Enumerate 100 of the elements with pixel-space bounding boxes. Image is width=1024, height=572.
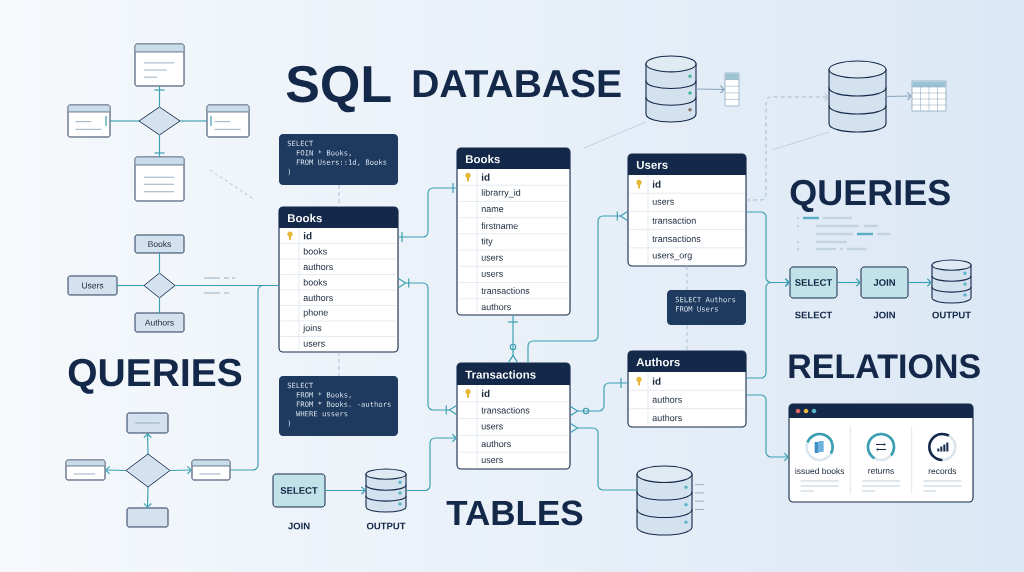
guide-line — [583, 121, 647, 149]
column-name: users — [652, 199, 674, 205]
arrow — [695, 85, 725, 94]
table-header: Transactions — [457, 363, 570, 385]
entity-box — [67, 104, 111, 138]
database-cylinder — [636, 465, 705, 536]
column-name: transactions — [481, 406, 530, 414]
node-label: OUTPUT — [366, 522, 406, 530]
node-label: JOIN — [873, 311, 895, 319]
column-name: name — [481, 207, 504, 213]
relationship-line — [154, 134, 165, 158]
arrow — [745, 278, 790, 379]
entity-box — [126, 507, 169, 528]
arrow — [169, 465, 192, 475]
relationship-line — [105, 116, 140, 126]
column-name: phone — [303, 309, 328, 318]
connector-line — [116, 284, 145, 287]
column-name: id — [303, 232, 312, 240]
column-name: books — [303, 247, 327, 255]
column-name: users — [481, 255, 503, 261]
column-name: users_org — [652, 253, 692, 261]
column-name: authors — [481, 303, 511, 311]
relationship-line — [570, 422, 638, 491]
arrow — [105, 465, 127, 475]
heading: SQL — [286, 65, 391, 113]
entity-box — [134, 156, 185, 202]
stat-label: issued books — [795, 467, 845, 475]
connector-line — [158, 297, 161, 314]
arrow — [405, 433, 457, 492]
column-name: transactions — [652, 235, 701, 242]
table-header: Authors — [628, 351, 746, 372]
relationship-diamond — [138, 106, 181, 136]
step-box: JOIN — [860, 266, 909, 299]
entity-box: Users — [67, 275, 118, 296]
column-name: id — [481, 389, 490, 398]
heading: DATABASE — [413, 69, 621, 98]
column-name: transactions — [481, 287, 530, 294]
connector-line — [158, 252, 161, 274]
step-box: SELECT — [789, 266, 838, 299]
node-label: SELECT — [795, 311, 833, 319]
table-icon — [724, 72, 740, 107]
heading: TABLES — [446, 500, 583, 526]
entity-box: Authors — [134, 312, 185, 333]
relationship-line — [570, 378, 629, 417]
entity-box — [206, 104, 250, 138]
dashed-arrow — [745, 92, 829, 201]
table-header: Books — [279, 207, 398, 228]
relationship-line — [398, 277, 457, 416]
connector-line — [229, 284, 280, 471]
column-name: firstname — [481, 222, 518, 230]
column-name: librarry_id — [481, 189, 521, 198]
arrow — [324, 486, 366, 495]
column-name: joins — [303, 324, 322, 333]
table-header: Users — [628, 154, 746, 175]
column-name: authors — [481, 440, 511, 448]
column-name: authors — [652, 414, 682, 422]
column-name: users — [481, 271, 503, 277]
table-header: Books — [457, 148, 570, 169]
stat-label: records — [928, 467, 957, 475]
column-name: books — [303, 278, 327, 286]
arrow — [836, 278, 861, 287]
heading: QUERIES — [790, 179, 950, 213]
column-name: authors — [303, 263, 333, 271]
column-name: transaction — [652, 217, 696, 224]
database-cylinder — [828, 60, 887, 133]
column-name: authors — [303, 294, 333, 302]
node-label: OUTPUT — [932, 311, 971, 319]
relationship-line — [527, 210, 628, 364]
step-box: SELECT — [272, 473, 326, 508]
arrow — [885, 91, 912, 101]
relationship-diamond — [125, 453, 171, 488]
column-name: id — [481, 173, 490, 181]
entity-box — [126, 412, 169, 434]
relationship-line — [154, 85, 165, 108]
entity-box — [134, 43, 185, 87]
table-icon — [911, 80, 947, 112]
column-name: id — [652, 377, 661, 385]
database-cylinder — [645, 55, 697, 123]
arrow — [143, 486, 152, 508]
column-name: users — [481, 424, 503, 430]
relationship-line — [397, 183, 458, 242]
arrow — [143, 433, 152, 455]
column-name: authors — [652, 396, 682, 403]
column-name: users — [303, 341, 325, 347]
column-name: tity — [481, 237, 493, 247]
relationship-line — [179, 116, 212, 126]
entity-box: Books — [134, 234, 185, 254]
stat-label: returns — [868, 468, 894, 474]
relationship-line — [507, 314, 519, 363]
heading: QUERIES — [68, 358, 242, 394]
node-label: JOIN — [288, 522, 310, 530]
column-name: users — [481, 458, 503, 464]
entity-box — [191, 459, 231, 481]
guide-line — [771, 131, 830, 151]
arrow — [907, 278, 932, 287]
entity-box — [65, 459, 106, 481]
arrow — [745, 394, 789, 462]
column-name: id — [652, 180, 661, 188]
heading: RELATIONS — [789, 354, 980, 379]
relationship-diamond — [143, 272, 176, 299]
